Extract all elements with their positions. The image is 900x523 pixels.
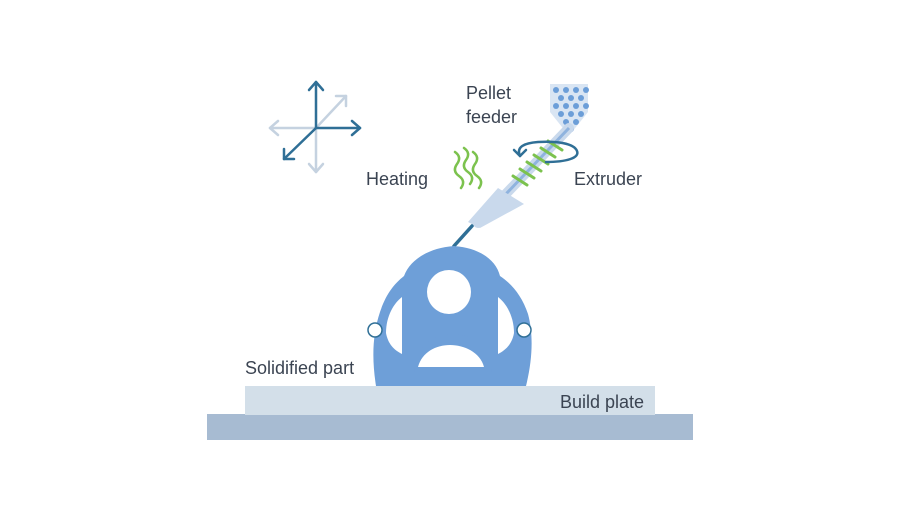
pellet-dot [573,119,579,125]
extruder-barrel [452,123,574,248]
build-plate-base [207,414,693,440]
build-plate-label: Build plate [560,392,645,412]
pellet-dot [553,87,559,93]
pellet-feeder-label-line1: Pellet [466,83,512,103]
pellet-feeder-label-line2: feeder [466,107,518,127]
pellet-dot [578,95,584,101]
pellet-dot [573,87,579,93]
pellet-dot [563,87,569,93]
pellet-dot [563,103,569,109]
pellet-dot [558,111,564,117]
build-plate-top [245,386,655,415]
pellet-dot [583,87,589,93]
heat-waves-icon [453,146,483,190]
pellet-dot [568,95,574,101]
extruder-label: Extruder [574,169,643,189]
pellet-dot [558,95,564,101]
solidified-part [367,246,532,386]
xyz-axes-icon [268,80,362,174]
pellet-dot [578,111,584,117]
pellet-dot [568,111,574,117]
rotation-arrow-icon [512,140,579,164]
pellet-dot [573,103,579,109]
heating-label: Heating [366,169,429,189]
pellet-dot [553,103,559,109]
pellet-dot [583,103,589,109]
solidified-part-label: Solidified part [245,358,355,378]
pellet-hopper-icon [550,84,589,132]
